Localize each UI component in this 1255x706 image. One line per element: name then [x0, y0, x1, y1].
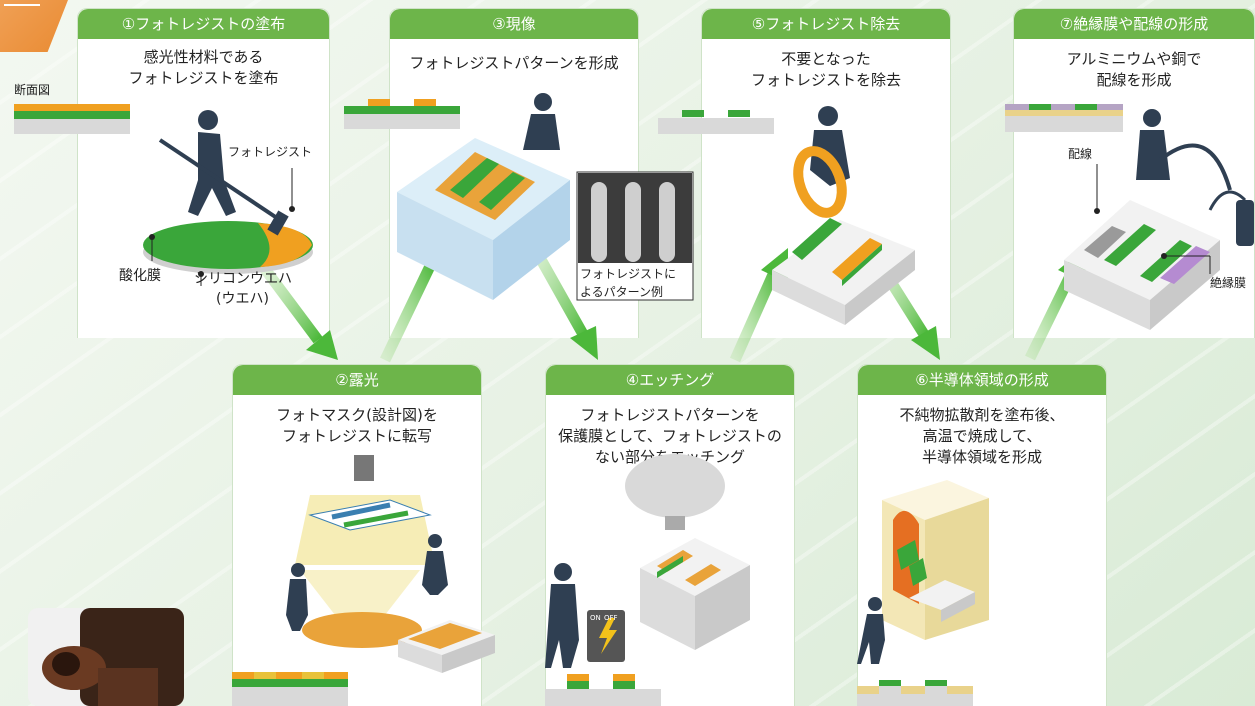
step-2-title: ②露光: [233, 365, 481, 395]
step-7-desc: アルミニウムや銅で 配線を形成: [1066, 50, 1202, 89]
insulator-label: 絶縁膜: [1210, 276, 1247, 290]
step-2-exposure-illustration: [286, 455, 495, 673]
step-2-cross-section: [232, 672, 348, 706]
step-1-wafer-illustration: [143, 110, 313, 274]
step-2-desc: フォトマスク(設計図)を フォトレジストに転写: [276, 406, 438, 445]
corner-tab-line: [4, 4, 40, 6]
power-switch-on-label: ON: [590, 614, 601, 622]
wiring-label: 配線: [1068, 147, 1093, 161]
photoresist-leader: [289, 168, 295, 212]
photoresist-label: フォトレジスト: [228, 145, 313, 159]
power-switch-off-label: OFF: [604, 614, 618, 622]
step-6-desc: 不純物拡散剤を塗布後、 高温で焼成して、 半導体領域を形成: [899, 406, 1065, 466]
step-1-cross-section: [14, 104, 130, 134]
step-6-cross-section: [857, 680, 973, 706]
step-4-cross-section: [545, 674, 661, 706]
wafer-label-line2: (ウエハ): [216, 291, 269, 307]
step-1-title: ①フォトレジストの塗布: [78, 9, 329, 39]
pattern-example-caption-2: よるパターン例: [580, 285, 664, 299]
step-5-title: ⑤フォトレジスト除去: [702, 9, 950, 39]
step-7-card: ⑦絶縁膜や配線の形成 アルミニウムや銅で 配線を形成: [1013, 8, 1255, 338]
insulator-leader: [1161, 253, 1211, 274]
chemical-bottle-photo: [28, 608, 184, 706]
oxide-label: 酸化膜: [119, 268, 161, 284]
step-3-desc: フォトレジストパターンを形成: [409, 54, 619, 72]
step-7-cross-section: [1005, 104, 1123, 132]
wiring-leader: [1094, 164, 1100, 214]
step-4-etching-illustration: [545, 454, 750, 668]
step-5-removal-illustration: [772, 106, 915, 325]
step-1-card: ①フォトレジストの塗布 感光性材料である フォトレジストを塗布: [77, 8, 330, 338]
wafer-leader: [198, 271, 204, 286]
step-3-cross-section: [344, 99, 460, 129]
step-1-desc: 感光性材料である フォトレジストを塗布: [128, 48, 279, 87]
step-6-title: ⑥半導体領域の形成: [858, 365, 1106, 395]
step-5-desc: 不要となった フォトレジストを除去: [750, 50, 901, 89]
step-7-title: ⑦絶縁膜や配線の形成: [1014, 9, 1254, 39]
wafer-label-line1: シリコンウエハ: [194, 271, 292, 287]
step-5-cross-section: [658, 110, 774, 134]
cross-section-label: 断面図: [14, 83, 51, 97]
oxide-leader: [149, 234, 155, 261]
step-4-title: ④エッチング: [546, 365, 794, 395]
step-3-title: ③現像: [390, 9, 638, 39]
arrow-1-to-2: [257, 261, 338, 360]
step-6-furnace-illustration: [857, 480, 989, 664]
pattern-example-caption-1: フォトレジストに: [580, 267, 677, 281]
pattern-example-photo: [576, 171, 694, 301]
step-7-wiring-illustration: [1064, 109, 1254, 330]
step-3-developer-tank: [397, 93, 570, 300]
